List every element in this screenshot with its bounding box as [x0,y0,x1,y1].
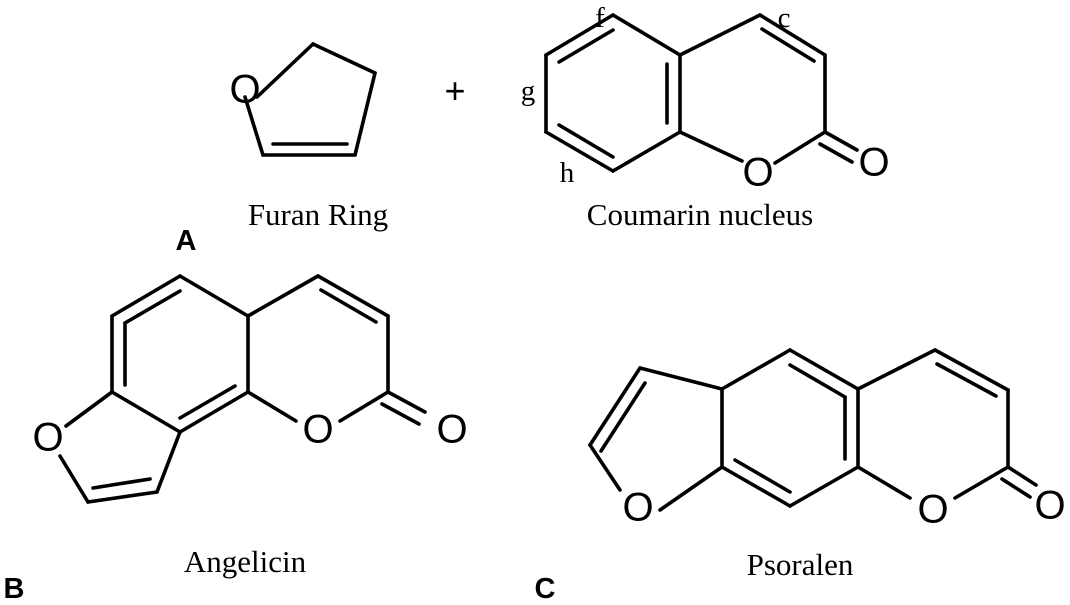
panel-label-c: C [535,573,556,605]
psoralen-carbonyl-oxygen-atom: O [1034,484,1065,528]
plus-sign: + [444,70,465,111]
coumarin-ring-oxygen-atom: O [742,151,773,195]
coumarin-nucleus-label: Coumarin nucleus [587,197,813,232]
angelicin-ring-oxygen-atom: O [302,408,333,452]
psoralen-ring-oxygen-atom: O [917,488,948,532]
angelicin-label: Angelicin [184,544,307,579]
coumarin-carbonyl-oxygen-atom: O [858,141,889,185]
furan-ring-label: Furan Ring [248,197,388,232]
position-label-h: h [560,157,575,189]
panel-label-b: B [4,573,25,605]
angelicin-carbonyl-oxygen-atom: O [436,408,467,452]
furan-ring-structure: O [229,42,377,157]
psoralen-structure: O O O [588,348,1066,532]
psoralen-furan-oxygen-atom: O [622,486,653,530]
angelicin-structure: O O O [32,274,468,504]
coumarin-nucleus-structure: O O [544,13,890,195]
panel-label-a: A [176,225,197,257]
position-label-f: f [595,2,605,34]
position-label-c: c [778,2,791,34]
position-label-g: g [521,75,536,107]
psoralen-label: Psoralen [747,547,854,582]
furan-oxygen-atom: O [229,68,260,112]
angelicin-furan-oxygen-atom: O [32,416,63,460]
